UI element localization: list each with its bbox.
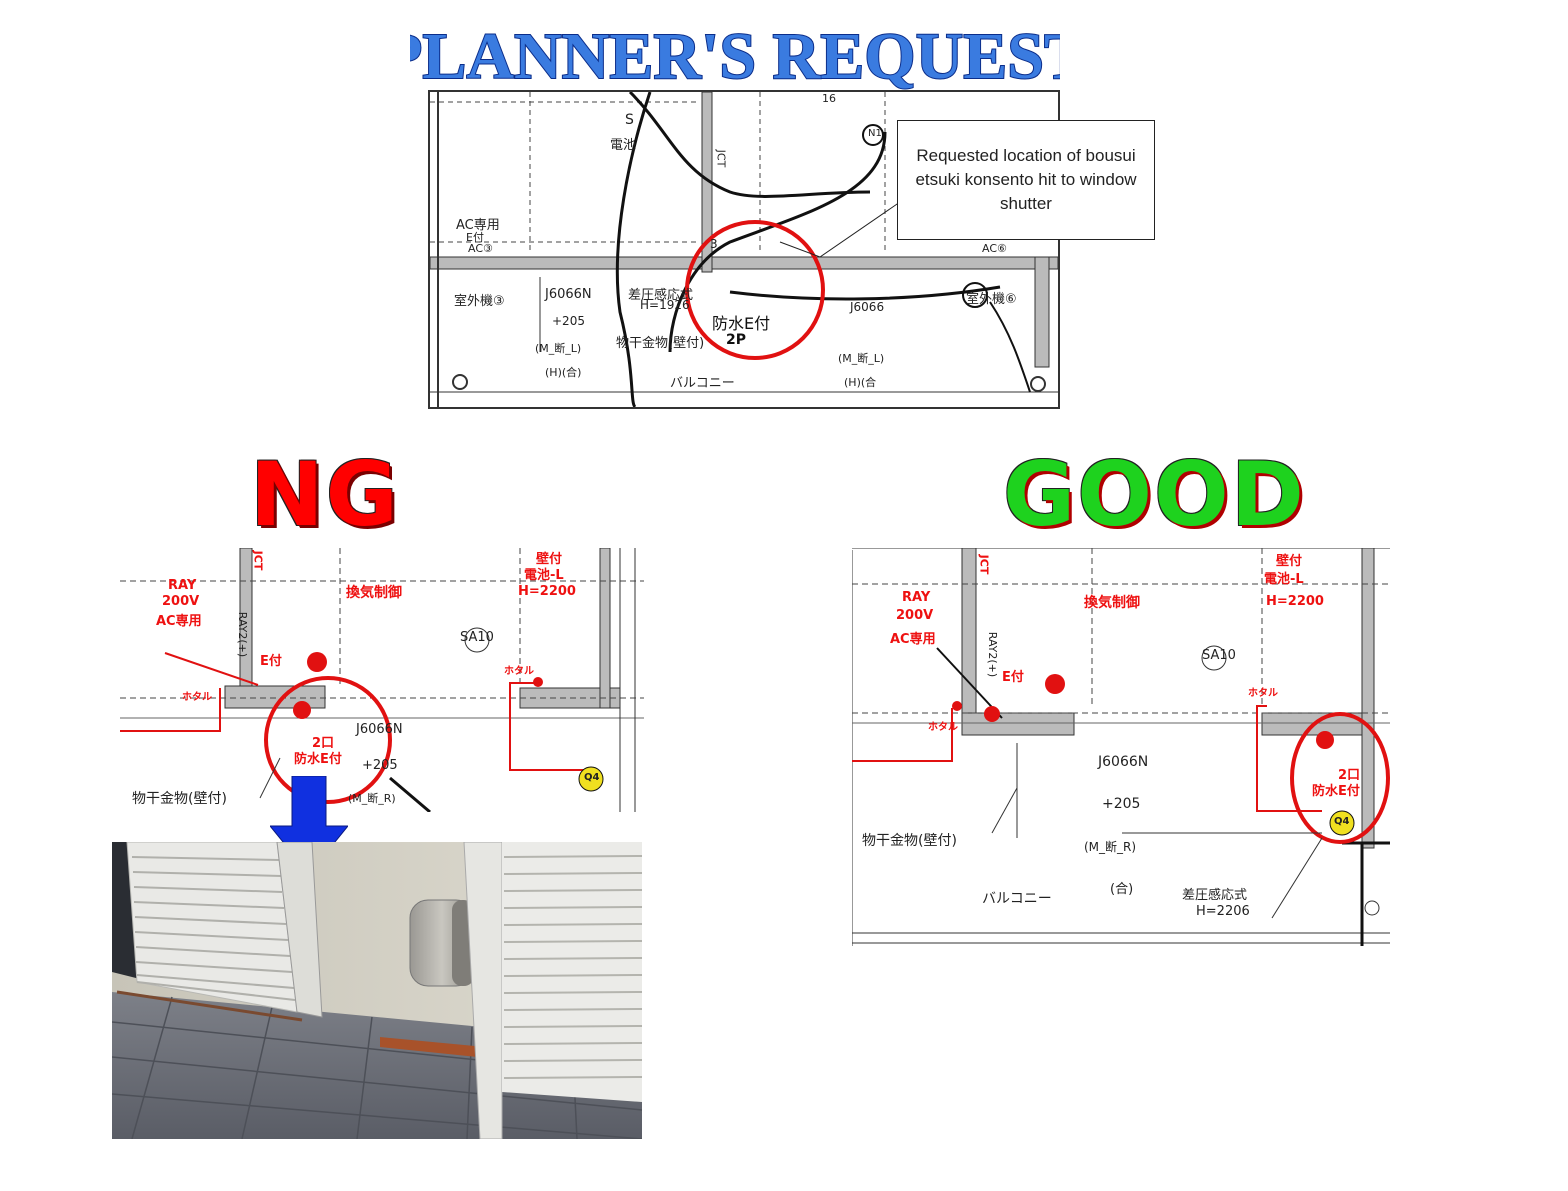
good-label-200v: 200V xyxy=(896,608,934,623)
label-h1926: H=1926 xyxy=(640,298,690,312)
good-label-sashi-atsu: 差圧感応式 xyxy=(1182,888,1248,903)
good-label-ray-vert: RAY2(+) xyxy=(986,631,1000,678)
ng-label-ray-vert: RAY2(+) xyxy=(236,611,250,658)
good-label: GOOD xyxy=(1003,443,1306,546)
label-plus205: +205 xyxy=(552,314,585,328)
label-j6066-right: J6066 xyxy=(850,300,885,314)
ng-label: NG xyxy=(250,443,400,546)
ng-label-monohoshi: 物干金物(壁付) xyxy=(132,791,227,807)
label-outdoor3: 室外機③ xyxy=(454,294,505,309)
page-title: PLANNER'S REQUEST xyxy=(410,19,1060,90)
label-sashi-atsu: 差圧感応式 xyxy=(628,288,694,303)
ng-label-hotaru: ホタル xyxy=(182,692,212,703)
shutter-outlet-photo xyxy=(112,842,642,1139)
good-label-m-dan: (M_断_R) xyxy=(1084,840,1137,854)
label-balcony: バルコニー xyxy=(670,376,735,391)
good-label-hotaru: ホタル xyxy=(928,722,958,733)
label-number3: 3 xyxy=(710,237,718,251)
ng-label-plus205: +205 xyxy=(362,758,398,773)
top-plan-drawing xyxy=(430,92,1058,407)
good-label-kabetsuki: 壁付 xyxy=(1276,554,1303,569)
label-ac6: AC⑥ xyxy=(982,242,1007,255)
photo-drawing xyxy=(112,842,642,1139)
good-label-plus205: +205 xyxy=(1102,796,1141,812)
good-label-ray: RAY xyxy=(902,590,931,605)
ng-label-kanki: 換気制御 xyxy=(346,585,402,601)
label-h-go2: (H)(合 xyxy=(844,376,877,389)
ng-label-ac-dedicated: AC専用 xyxy=(156,614,202,629)
good-label-q4: Q4 xyxy=(1334,816,1350,827)
label-h-go: (H)(合) xyxy=(545,366,582,379)
good-plan: JCT 換気制御 壁付 電池-L H=2200 RAY 200V AC専用 RA… xyxy=(852,548,1390,946)
label-s: S xyxy=(625,112,634,128)
ng-label-h2200: H=2200 xyxy=(518,584,576,599)
good-label-hotaru2: ホタル xyxy=(1248,688,1278,699)
ng-label-m-dan: (M_断_R) xyxy=(348,792,396,805)
ng-plan: JCT 換気制御 壁付 電池-L H=2200 RAY 200V AC専用 RA… xyxy=(120,548,644,812)
ng-label-jct: JCT xyxy=(251,550,265,571)
request-callout: Requested location of bousui etsuki kons… xyxy=(897,120,1155,240)
ng-label-q4: Q4 xyxy=(584,772,600,783)
ng-label-kabetsuki: 壁付 xyxy=(536,552,563,567)
label-ac-dedicated: AC専用 xyxy=(456,218,500,233)
label-jct: JCT xyxy=(714,149,728,168)
title-text: PLANNER'S REQUEST xyxy=(410,20,1060,90)
good-label-go: (合) xyxy=(1110,882,1134,897)
good-plan-drawing xyxy=(852,548,1390,946)
good-label-bousui-e: 防水E付 xyxy=(1312,784,1360,799)
good-label-e-tsuki: E付 xyxy=(1002,670,1024,685)
ng-label-j6066n: J6066N xyxy=(356,722,403,737)
label-j6066n: J6066N xyxy=(545,287,592,302)
ng-label-200v: 200V xyxy=(162,594,200,609)
label-m-dan-l: (M_断_L) xyxy=(535,342,582,355)
good-label-h2206: H=2206 xyxy=(1196,904,1250,919)
label-handwritten-bousui: 防水E付 xyxy=(712,314,771,333)
ng-label-hotaru2: ホタル xyxy=(504,666,534,677)
good-label-kanki: 換気制御 xyxy=(1084,595,1140,611)
label-handwritten-2p: 2P xyxy=(726,332,747,348)
ng-outlet-circle xyxy=(264,676,392,804)
good-label-jct: JCT xyxy=(977,554,991,575)
label-outdoor6: 室外機⑥ xyxy=(966,292,1017,307)
callout-text: Requested location of bousui etsuki kons… xyxy=(915,146,1137,213)
good-label-j6066n: J6066N xyxy=(1098,754,1149,770)
label-battery: 電池 xyxy=(610,138,637,153)
good-label-ac-dedicated: AC専用 xyxy=(890,632,936,647)
ng-label-bousui-e: 防水E付 xyxy=(294,752,342,767)
good-label-monohoshi: 物干金物(壁付) xyxy=(862,833,957,849)
label-num16: 16 xyxy=(822,92,836,105)
good-label-two-mouth: 2口 xyxy=(1338,768,1361,783)
good-label-balcony: バルコニー xyxy=(982,891,1052,907)
ng-label-two-mouth: 2口 xyxy=(312,736,335,751)
request-location-circle xyxy=(685,220,825,360)
ng-plan-drawing xyxy=(120,548,644,812)
label-monohoshi: 物干金物(壁付) xyxy=(616,336,705,351)
good-outlet-circle xyxy=(1290,712,1390,844)
ng-label-battery-l: 電池-L xyxy=(524,568,564,583)
good-label-h2200: H=2200 xyxy=(1266,594,1324,609)
label-e-tsuki: E付 xyxy=(466,231,484,244)
ng-label-ray: RAY xyxy=(168,578,197,593)
good-label-battery-l: 電池-L xyxy=(1264,572,1304,587)
ng-label-sa10: SA10 xyxy=(460,630,494,645)
good-label-sa10: SA10 xyxy=(1202,648,1236,663)
ng-label-e-tsuki: E付 xyxy=(260,654,282,669)
label-m-dan-l2: (M_断_L) xyxy=(838,352,885,365)
label-n1: N1 xyxy=(868,128,882,139)
label-ac3: AC③ xyxy=(468,242,493,255)
